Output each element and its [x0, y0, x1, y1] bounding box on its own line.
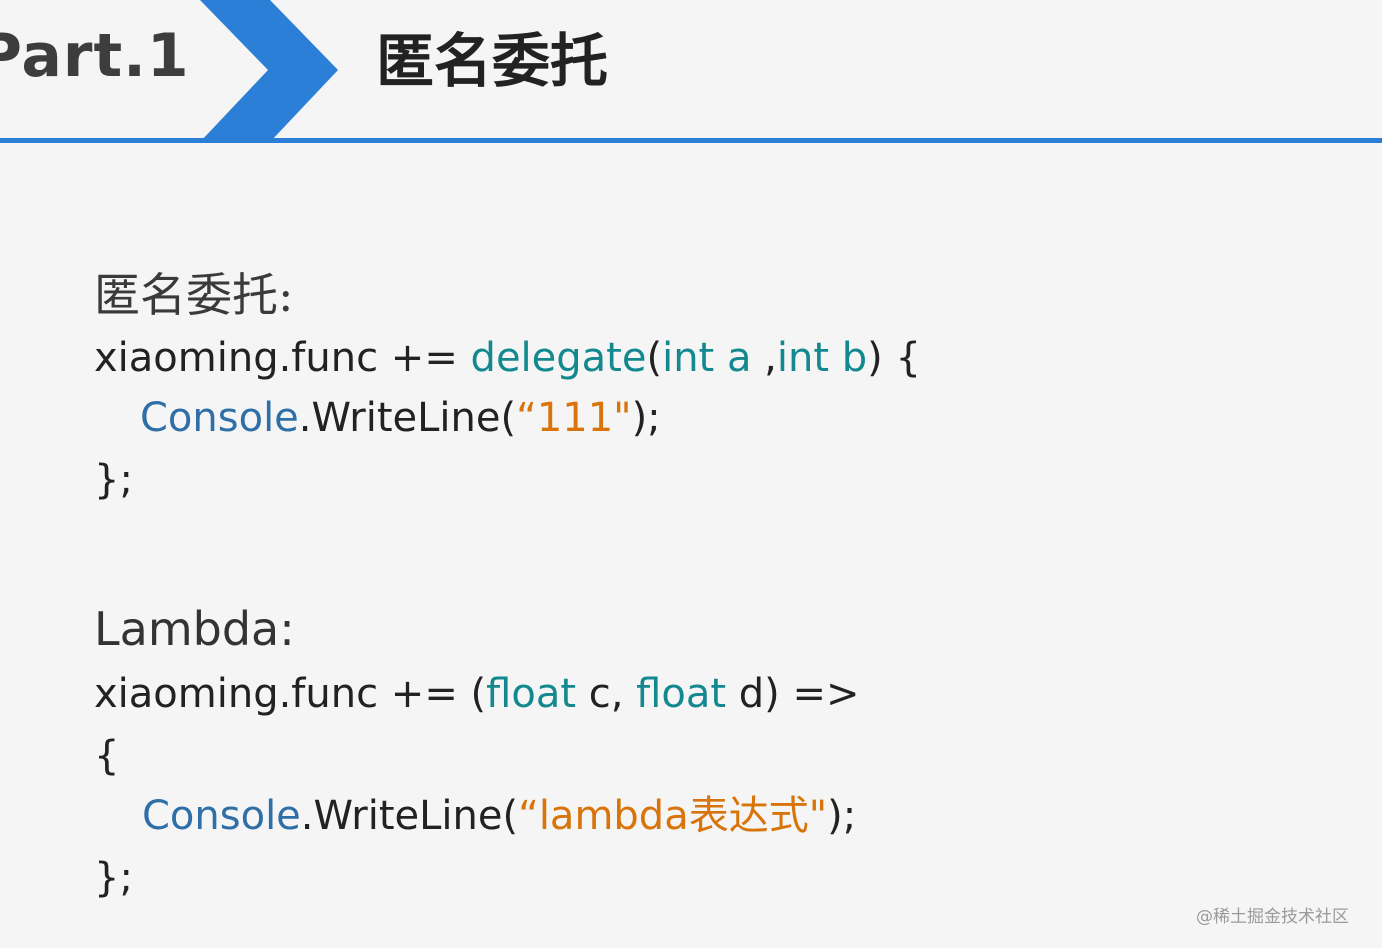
keyword-delegate: delegate	[470, 335, 647, 381]
code-line: };	[94, 457, 133, 503]
part-label: Part.1	[0, 21, 190, 91]
watermark: @稀土掘金技术社区	[1196, 907, 1349, 927]
code-line: Console.WriteLine(“111");	[140, 398, 661, 438]
code-text: d) =>	[726, 671, 860, 717]
header-divider	[0, 138, 1382, 143]
keyword-int: int a	[662, 335, 752, 381]
code-text: );	[827, 793, 857, 839]
code-line: {	[94, 733, 120, 779]
code-line: xiaoming.func += (float c, float d) =>	[94, 674, 860, 714]
anonymous-heading: 匿名委托:	[94, 268, 294, 322]
code-text: c,	[576, 671, 637, 717]
code-line: };	[94, 855, 133, 901]
class-console: Console	[142, 793, 301, 839]
code-text: xiaoming.func += (	[94, 671, 487, 717]
code-line: xiaoming.func += delegate(int a ,int b) …	[94, 338, 921, 378]
string-literal: “111"	[516, 395, 632, 441]
header-title: 匿名委托	[376, 27, 609, 95]
keyword-int: int b	[776, 335, 868, 381]
code-text: (	[646, 335, 663, 381]
code-text: ) {	[867, 335, 921, 381]
code-text: .WriteLine(	[300, 793, 519, 839]
code-text: xiaoming.func +=	[94, 335, 471, 381]
keyword-float: float	[486, 671, 577, 717]
class-console: Console	[140, 395, 299, 441]
lambda-heading: Lambda:	[94, 602, 295, 656]
string-literal: “lambda表达式"	[518, 793, 828, 839]
code-line: Console.WriteLine(“lambda表达式");	[142, 796, 856, 836]
code-text: .WriteLine(	[298, 395, 517, 441]
chevron-icon	[200, 0, 338, 142]
code-text: );	[631, 395, 661, 441]
code-text: ,	[751, 335, 777, 381]
keyword-float: float	[636, 671, 727, 717]
